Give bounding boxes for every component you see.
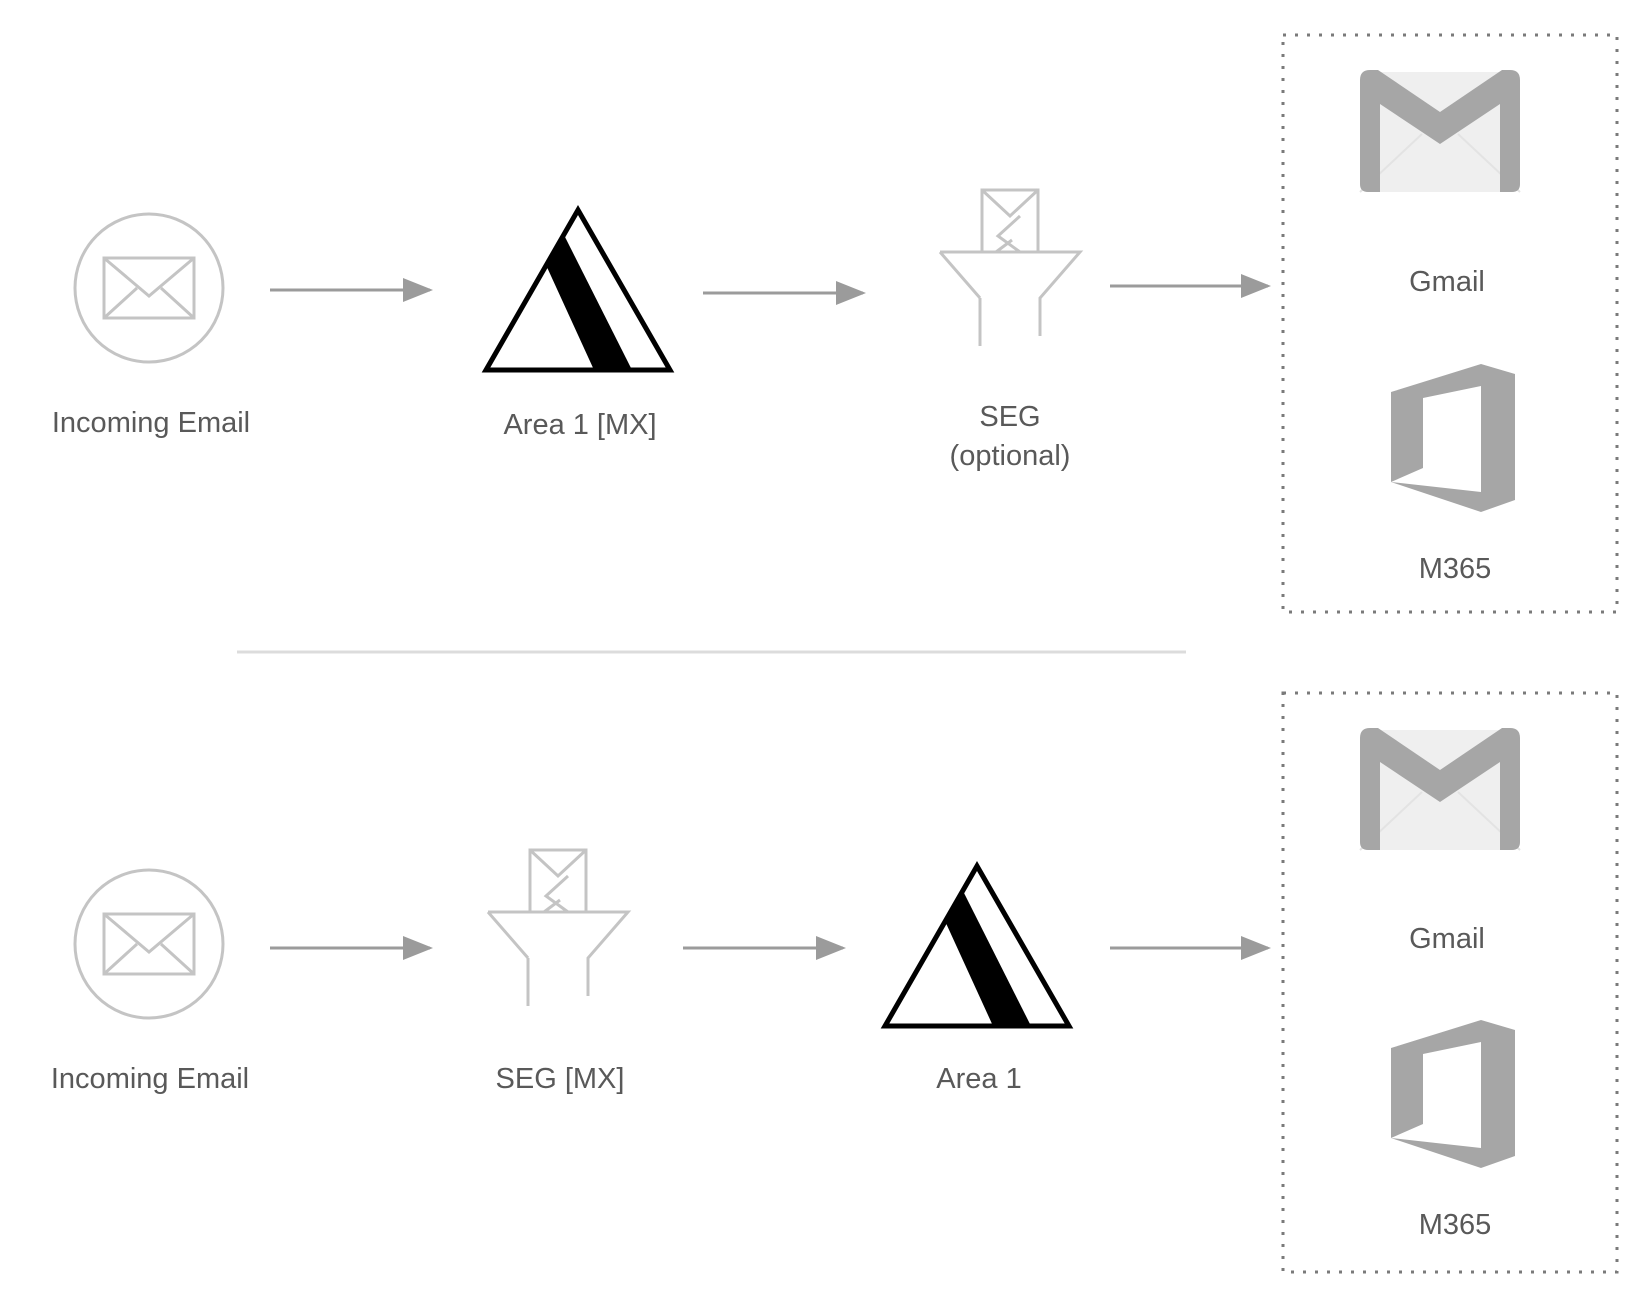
- node-label-seg-mx: SEG [MX]: [496, 1063, 625, 1095]
- node-label-area1: Area 1: [936, 1063, 1021, 1095]
- envelope-circle-icon: [73, 868, 225, 1020]
- destination-label-gmail: Gmail: [1409, 923, 1485, 955]
- flow-1: Incoming Email Area 1 [MX] SEG (optional…: [52, 33, 1619, 614]
- destinations-group: [1281, 691, 1619, 1274]
- node-label-seg: SEG: [979, 401, 1040, 433]
- gmail-icon: [1359, 69, 1521, 193]
- seg-filter-icon: [486, 848, 630, 1008]
- seg-filter-icon: [938, 188, 1082, 348]
- node-label-area1-mx: Area 1 [MX]: [503, 409, 656, 441]
- flow-2: Incoming Email SEG [MX] Area 1 Gmail M36…: [51, 691, 1619, 1274]
- node-label-incoming-email: Incoming Email: [51, 1063, 249, 1095]
- envelope-circle-icon: [73, 212, 225, 364]
- node-label-incoming-email: Incoming Email: [52, 407, 250, 439]
- office365-icon: [1391, 1020, 1515, 1168]
- destination-label-m365: M365: [1419, 1209, 1492, 1241]
- node-sublabel-optional: (optional): [950, 440, 1071, 472]
- area1-logo-icon: [885, 866, 1069, 1026]
- destination-label-m365: M365: [1419, 553, 1492, 585]
- area1-logo-icon: [486, 210, 670, 370]
- office365-icon: [1391, 364, 1515, 512]
- gmail-icon: [1359, 727, 1521, 851]
- destination-label-gmail: Gmail: [1409, 266, 1485, 298]
